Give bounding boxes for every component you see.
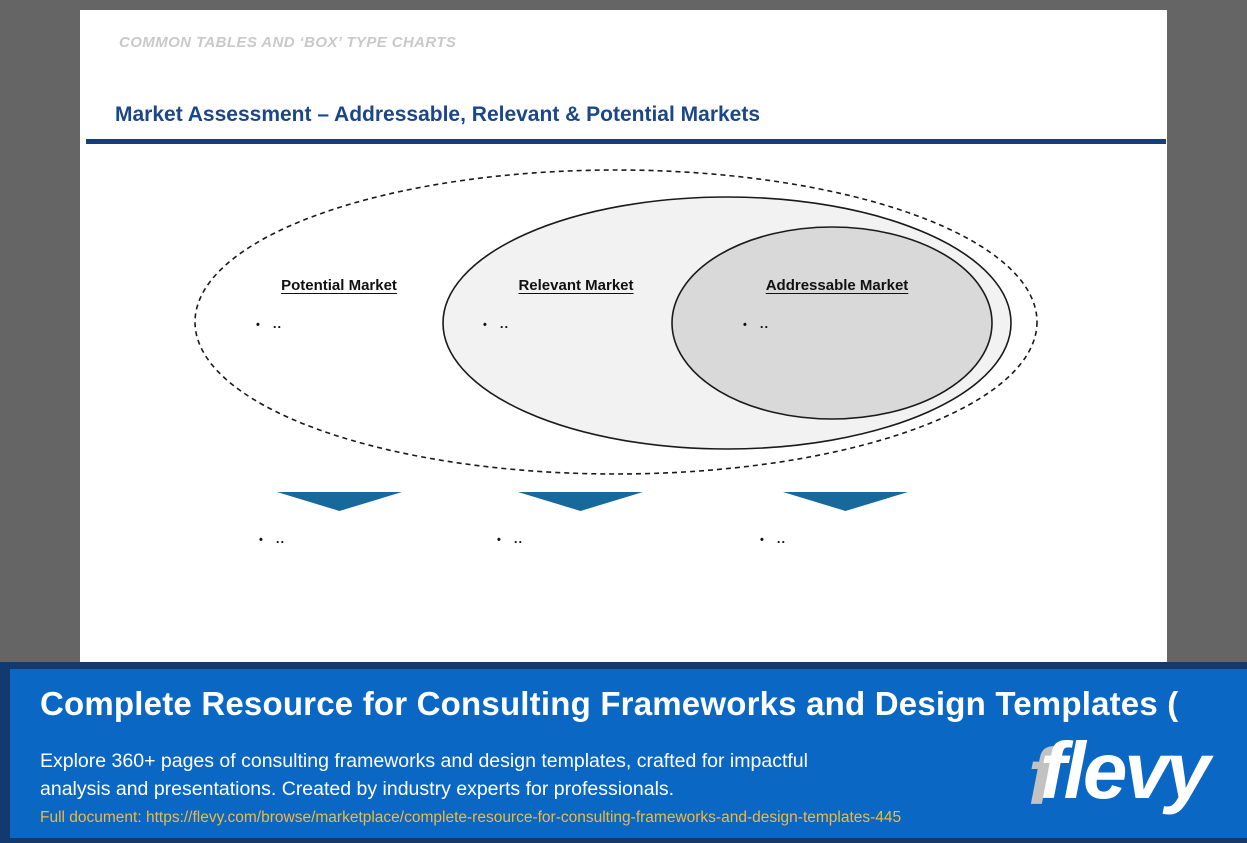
banner-description: Explore 360+ pages of consulting framewo… [40, 750, 808, 800]
addressable-market-label: Addressable Market [765, 277, 909, 294]
addressable-market-ellipse [671, 226, 993, 420]
bullet-icon: • [760, 534, 764, 546]
banner-title: Complete Resource for Consulting Framewo… [40, 685, 1179, 722]
bullet-text: .. [499, 316, 510, 331]
market-venn-diagram [194, 169, 1038, 511]
down-arrow-3 [783, 492, 908, 511]
potential-market-label: Potential Market [281, 277, 397, 294]
bullet-icon: • [256, 319, 260, 331]
callout-bullet-2: • .. [497, 531, 523, 546]
banner-body: Complete Resource for Consulting Framewo… [10, 669, 1247, 838]
bullet-text: .. [759, 316, 770, 331]
callout-bullet-1: • .. [259, 531, 285, 546]
bullet-icon: • [259, 534, 263, 546]
presentation-slide: COMMON TABLES AND ‘BOX’ TYPE CHARTS Mark… [80, 10, 1167, 663]
relevant-market-label: Relevant Market [518, 277, 634, 294]
bullet-icon: • [497, 534, 501, 546]
flevy-logo: f flevy [1028, 731, 1210, 817]
flevy-logo-text: flevy [1040, 726, 1210, 815]
down-arrow-1 [277, 492, 402, 511]
bullet-text: .. [776, 531, 787, 546]
bullet-text: .. [275, 531, 286, 546]
potential-market-bullet: • .. [256, 316, 282, 331]
flevy-promo-banner: Complete Resource for Consulting Framewo… [0, 662, 1247, 843]
page-title: Market Assessment – Addressable, Relevan… [115, 103, 761, 126]
bullet-icon: • [483, 319, 487, 331]
addressable-market-bullet: • .. [743, 316, 769, 331]
full-document-link[interactable]: Full document: https://flevy.com/browse/… [40, 809, 902, 826]
bullet-text: .. [272, 316, 283, 331]
bullet-text: .. [513, 531, 524, 546]
callout-bullet-3: • .. [760, 531, 786, 546]
relevant-market-bullet: • .. [483, 316, 509, 331]
flevy-logo-ghost-f: f [1028, 732, 1055, 821]
down-arrow-2 [518, 492, 643, 511]
bullet-icon: • [743, 319, 747, 331]
title-divider [86, 139, 1166, 144]
slide-kicker: COMMON TABLES AND ‘BOX’ TYPE CHARTS [119, 34, 457, 51]
